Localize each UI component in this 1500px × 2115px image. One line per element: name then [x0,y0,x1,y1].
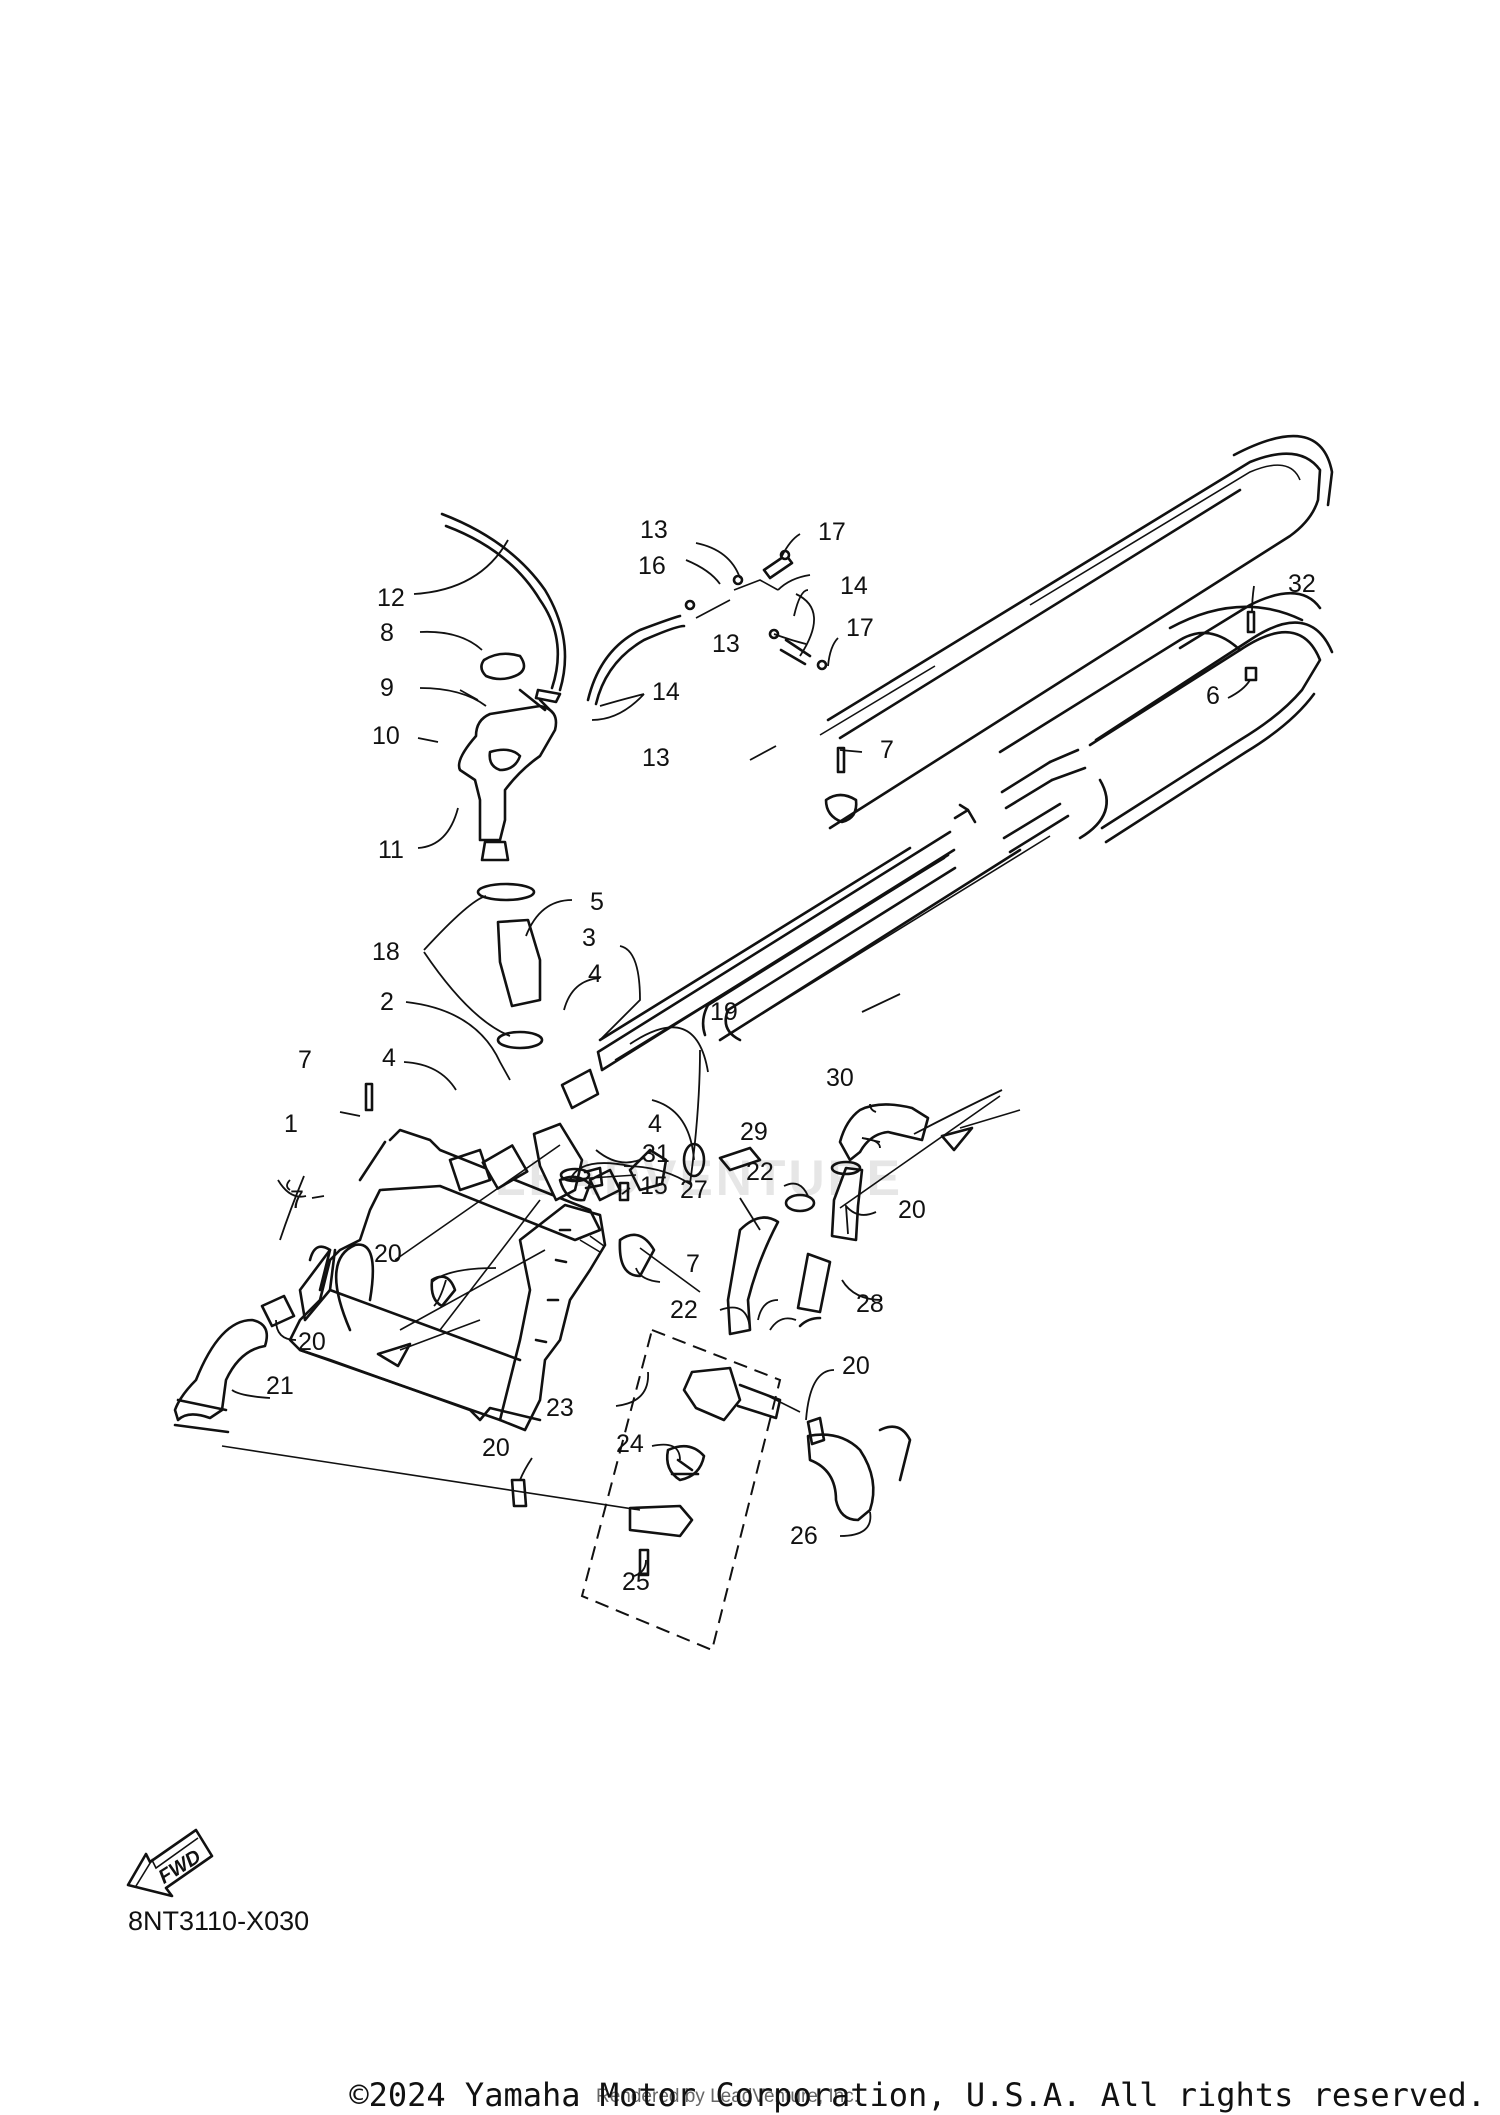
callout-23: 23 [546,1394,574,1422]
callout-13-low: 13 [642,744,670,772]
callout-2: 2 [380,988,394,1016]
callout-20-right-top: 20 [898,1196,926,1224]
callout-26: 26 [790,1522,818,1550]
callout-21: 21 [266,1372,294,1400]
callout-10: 10 [372,722,400,750]
diagram-code: 8NT3110-X030 [128,1906,310,1936]
callout-24: 24 [616,1430,644,1458]
callout-22-lower: 22 [670,1296,698,1324]
callout-27: 27 [680,1176,708,1204]
lower-hose [173,1294,528,1508]
breather-hoses [586,549,828,706]
callout-13-mid: 13 [712,630,740,658]
callout-20-lower-left: 20 [298,1328,326,1356]
callout-6: 6 [1206,682,1220,710]
callout-8: 8 [380,619,394,647]
callout-11: 11 [378,836,404,864]
thermostat-assembly [580,1328,912,1652]
callout-3: 3 [582,924,596,952]
rendered-by-credit: Rendered by LeadVenture, Inc. [596,2086,860,2107]
callout-12: 12 [377,584,405,612]
joint-fittings [448,1068,762,1202]
callout-17-top: 17 [818,518,846,546]
leader-lines [231,533,1255,1577]
radiator-pipe [532,1122,604,1202]
callout-labels: 12 8 9 10 11 18 5 3 4 2 4 7 1 7 19 4 31 … [266,516,1316,1596]
callout-4-top: 4 [588,960,602,988]
flow-arrows [376,1126,974,1368]
misc-fasteners [364,610,1258,1308]
callout-29: 29 [740,1118,768,1146]
rail-detail-lines [819,434,1334,830]
upper-hose-with-clamps [476,882,544,1050]
radiator-frame [288,1128,607,1432]
callout-31: 31 [642,1140,670,1168]
callout-4-left: 4 [382,1044,396,1072]
callout-15: 15 [640,1172,668,1200]
fwd-direction-badge: FWD [126,1828,214,1898]
callout-17-mid: 17 [846,614,874,642]
callout-7-mid: 7 [686,1250,700,1278]
callout-22-upper: 22 [746,1158,774,1186]
callout-5: 5 [590,888,604,916]
callout-14-top: 14 [840,572,868,600]
reservoir-tank [457,652,558,862]
callout-20-frame: 20 [374,1240,402,1268]
callout-7-frame: 7 [290,1186,304,1214]
callout-13-top: 13 [640,516,668,544]
callout-32: 32 [1288,570,1316,598]
callout-19: 19 [710,998,738,1026]
reference-lines [221,689,1021,1511]
callout-16: 16 [638,552,666,580]
callout-30: 30 [826,1064,854,1092]
callout-14-mid: 14 [652,678,680,706]
callout-20-right: 20 [842,1352,870,1380]
callout-9: 9 [380,674,394,702]
callout-20-lower: 20 [482,1434,510,1462]
callout-18: 18 [372,938,400,966]
callout-7-left: 7 [298,1046,312,1074]
overflow-hose [440,512,567,704]
callout-1: 1 [284,1110,298,1138]
copyright-notice: ©2024 Yamaha Motor Corporation, U.S.A. A… [349,2076,1486,2114]
callout-4-mid: 4 [648,1110,662,1138]
callout-7-top: 7 [880,736,894,764]
cooling-rail-assembly [596,591,1334,1072]
callout-28: 28 [856,1290,884,1318]
callout-25: 25 [622,1568,650,1596]
